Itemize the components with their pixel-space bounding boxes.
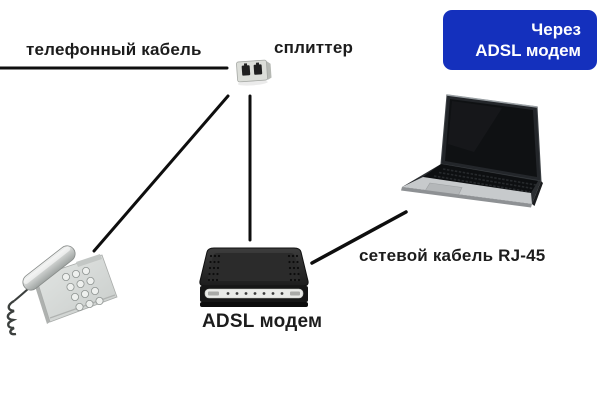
callout-line2: ADSL модем [475,41,581,60]
modem-strip-text-right [290,291,300,296]
modem-vents [207,254,301,282]
modem-to-laptop-line [310,210,408,265]
telephone-illustration [6,245,118,336]
phone-cord [6,299,18,336]
callout-line1: Через [531,20,581,39]
modem-base [200,302,308,307]
phone-display [76,254,102,267]
phone-keypad [62,266,104,311]
laptop-lid-edge [446,94,538,108]
laptop-side-edge [532,181,543,206]
splitter-body [236,59,268,83]
splitter-port [241,65,251,76]
phone-handset [22,245,76,291]
telephone-cable-label: телефонный кабель [26,40,202,59]
network-cable-label: сетевой кабель RJ-45 [359,246,546,265]
callout-via-adsl-modem: Через ADSL модем [443,10,597,70]
modem-leds [226,292,284,295]
adsl-modem-label: ADSL модем [202,311,323,332]
modem-top-panel [207,253,301,281]
splitter-port-tab [255,62,260,66]
splitter-port-tab [243,63,248,67]
cable-lines [0,66,408,265]
splitter-to-phone-line [92,94,230,253]
laptop-screen-glare [448,101,502,152]
phone-side [33,277,50,324]
laptop-illustration [401,94,543,208]
splitter-device-illustration [236,59,272,86]
splitter-port [253,64,263,75]
splitter-label: сплиттер [274,38,354,57]
adsl-modem-illustration [199,247,309,307]
laptop-front-edge [401,187,532,208]
modem-strip-text-left [208,291,219,296]
laptop-key-rows [433,168,537,193]
